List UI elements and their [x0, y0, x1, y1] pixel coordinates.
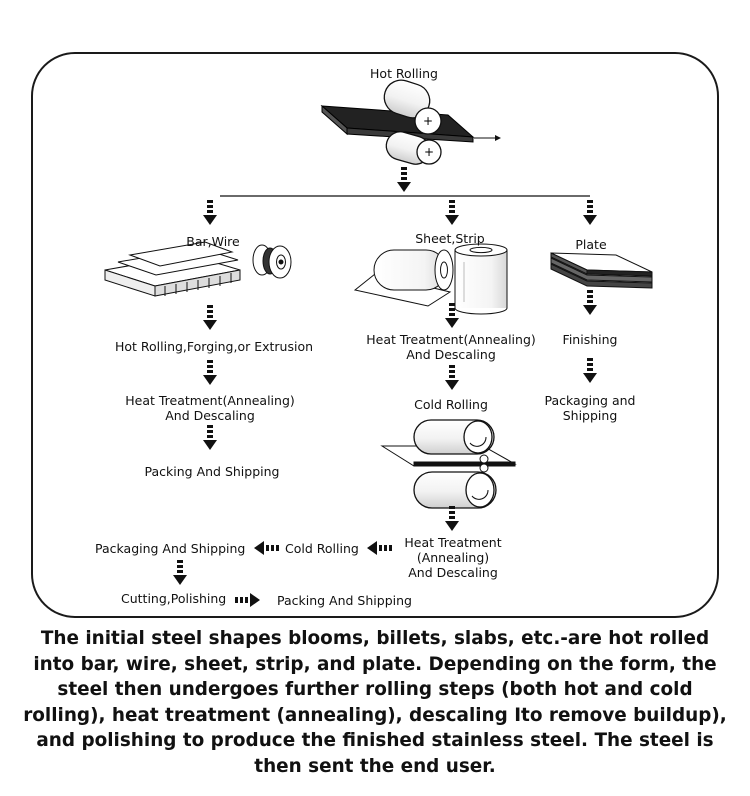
- sheet-strip-illustration: [353, 243, 508, 315]
- sheet-strip-step-2: Cold Rolling: [414, 397, 488, 412]
- arrow-down: [583, 290, 597, 315]
- bar-wire-title: Bar,Wire: [186, 234, 240, 249]
- plate-illustration: [550, 252, 653, 289]
- arrow-down: [445, 365, 459, 390]
- bottom-packaging-shipping: Packaging And Shipping: [95, 541, 246, 556]
- arrow-down: [445, 506, 459, 531]
- sheet-strip-step-3: Heat Treatment (Annealing) And Descaling: [404, 535, 502, 580]
- arrow-down: [445, 303, 459, 328]
- bottom-cutting-polishing: Cutting,Polishing: [121, 591, 227, 606]
- plate-title: Plate: [575, 237, 607, 252]
- arrow-down: [583, 358, 597, 383]
- bar-wire-illustration: [104, 241, 292, 297]
- bar-wire-step-3: Packing And Shipping: [144, 464, 280, 479]
- arrow-left: [367, 541, 392, 555]
- svg-text:+: +: [424, 145, 434, 159]
- plate-step-1: Finishing: [562, 332, 618, 347]
- arrow-down: [173, 560, 187, 585]
- svg-text:+: +: [423, 114, 433, 128]
- plate-step-2: Packaging and Shipping: [544, 393, 636, 423]
- bar-wire-step-1: Hot Rolling,Forging,or Extrusion: [114, 339, 314, 354]
- diagram-frame: [31, 52, 719, 618]
- sheet-strip-step-1: Heat Treatment(Annealing) And Descaling: [366, 332, 536, 362]
- bar-wire-step-2: Heat Treatment(Annealing) And Descaling: [125, 393, 295, 423]
- bottom-final-shipping: Packing And Shipping: [277, 593, 412, 608]
- arrow-down: [397, 167, 411, 192]
- arrow-down: [203, 305, 217, 330]
- bottom-cold-rolling: Cold Rolling: [285, 541, 359, 556]
- arrow-down: [203, 425, 217, 450]
- hot-rolling-illustration: + +: [320, 79, 501, 165]
- arrow-left: [254, 541, 279, 555]
- arrow-right: [235, 593, 260, 607]
- arrow-down: [203, 200, 217, 225]
- sheet-strip-title: Sheet,Strip: [415, 231, 485, 246]
- arrow-down: [203, 360, 217, 385]
- arrow-down: [583, 200, 597, 225]
- flow-arrows: [173, 167, 597, 607]
- arrow-down: [445, 200, 459, 225]
- hot-rolling-label: Hot Rolling: [370, 66, 438, 81]
- cold-rolling-illustration: [380, 419, 517, 509]
- caption-text: The initial steel shapes blooms, billets…: [23, 628, 727, 777]
